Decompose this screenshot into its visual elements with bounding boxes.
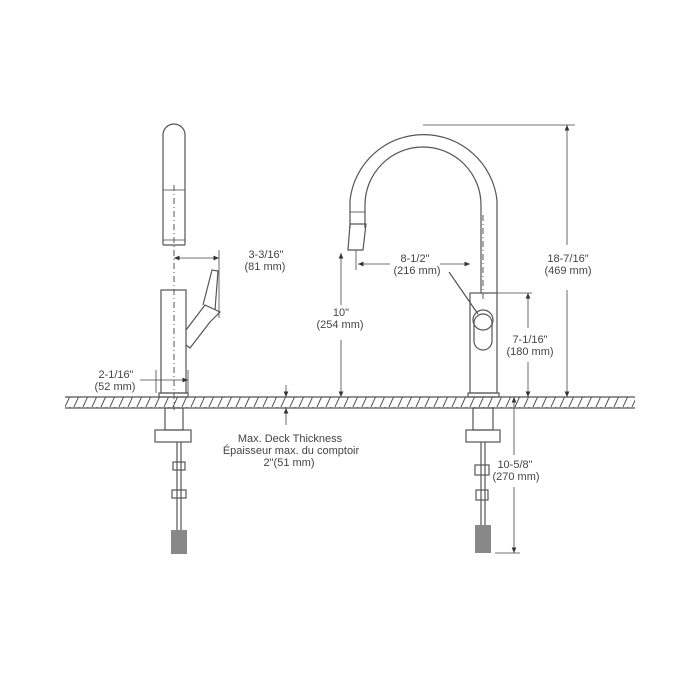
countertop — [65, 396, 635, 409]
body-height-imperial: 7-1/16" — [512, 334, 547, 346]
base-diameter-imperial: 2-1/16" — [98, 369, 133, 381]
handle-offset-imperial: 3-3/16" — [248, 249, 283, 261]
overall-height-metric: (469 mm) — [544, 265, 591, 277]
overall-height-imperial: 18-7/16" — [547, 253, 588, 265]
deck-note-line1: Max. Deck Thickness — [238, 433, 343, 445]
spout-reach-metric: (216 mm) — [393, 265, 440, 277]
dimension-lines — [140, 124, 575, 554]
spout-reach-imperial: 8-1/2" — [401, 253, 430, 265]
faucet-front-view — [347, 134, 501, 553]
faucet-side-view — [154, 123, 222, 554]
deck-note-line3: 2"(51 mm) — [264, 457, 315, 469]
deck-note-line2: Épaisseur max. du comptoir — [223, 444, 360, 457]
handle-offset-metric: (81 mm) — [245, 261, 286, 273]
below-deck-metric: (270 mm) — [492, 471, 539, 483]
base-diameter-metric: (52 mm) — [95, 381, 136, 393]
below-deck-imperial: 10-5/8" — [497, 459, 532, 471]
spout-clearance-imperial: 10" — [333, 307, 349, 319]
spout-clearance-metric: (254 mm) — [316, 319, 363, 331]
body-height-metric: (180 mm) — [506, 346, 553, 358]
